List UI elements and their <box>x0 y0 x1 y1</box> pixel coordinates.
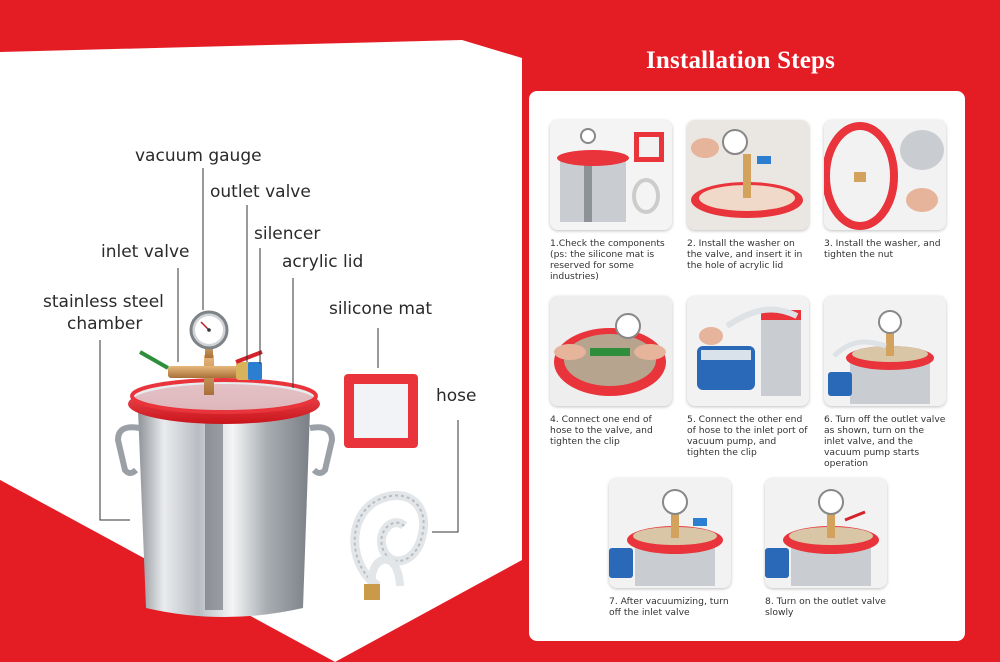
step-6-caption: 6. Turn off the outlet valve as shown, t… <box>824 414 946 469</box>
step-1-photo <box>550 120 672 230</box>
label-acrylic-lid: acrylic lid <box>282 252 364 272</box>
step-8: 8. Turn on the outlet valve slowly <box>765 478 887 618</box>
label-chamber: chamber <box>67 314 143 334</box>
step-7: 7. After vacuumizing, turn off the inlet… <box>609 478 731 618</box>
silicone-mat-illustration <box>344 374 418 448</box>
label-inlet-valve: inlet valve <box>101 242 190 262</box>
step-2: 2. Install the washer on the valve, and … <box>687 120 809 271</box>
label-silencer: silencer <box>254 224 321 244</box>
step-8-photo <box>765 478 887 588</box>
step-2-photo <box>687 120 809 230</box>
step-4: 4. Connect one end of hose to the valve,… <box>550 296 672 447</box>
label-outlet-valve: outlet valve <box>210 182 311 202</box>
step-8-caption: 8. Turn on the outlet valve slowly <box>765 596 886 618</box>
step-6: 6. Turn off the outlet valve as shown, t… <box>824 296 946 469</box>
hose-illustration <box>350 490 429 600</box>
step-5-photo <box>687 296 809 406</box>
step-4-photo <box>550 296 672 406</box>
label-vacuum-gauge: vacuum gauge <box>135 146 262 166</box>
step-3: 3. Install the washer, and tighten the n… <box>824 120 946 260</box>
step-5-caption: 5. Connect the other end of hose to the … <box>687 414 808 458</box>
step-3-photo <box>824 120 946 230</box>
structure-title: Product Structure Diagram <box>162 58 462 85</box>
installation-title: Installation Steps <box>646 47 836 74</box>
step-6-photo <box>824 296 946 406</box>
step-4-caption: 4. Connect one end of hose to the valve,… <box>550 414 653 447</box>
step-7-photo <box>609 478 731 588</box>
label-silicone-mat: silicone mat <box>329 299 433 319</box>
label-stainless-steel: stainless steel <box>43 292 164 312</box>
installation-steps-panel: 1.Check the components (ps: the silicone… <box>529 91 965 641</box>
step-7-caption: 7. After vacuumizing, turn off the inlet… <box>609 596 729 618</box>
step-2-caption: 2. Install the washer on the valve, and … <box>687 238 803 271</box>
step-1-caption: 1.Check the components (ps: the silicone… <box>550 238 665 282</box>
label-hose: hose <box>436 386 477 406</box>
step-5: 5. Connect the other end of hose to the … <box>687 296 809 458</box>
step-1: 1.Check the components (ps: the silicone… <box>550 120 672 282</box>
step-3-caption: 3. Install the washer, and tighten the n… <box>824 238 941 260</box>
